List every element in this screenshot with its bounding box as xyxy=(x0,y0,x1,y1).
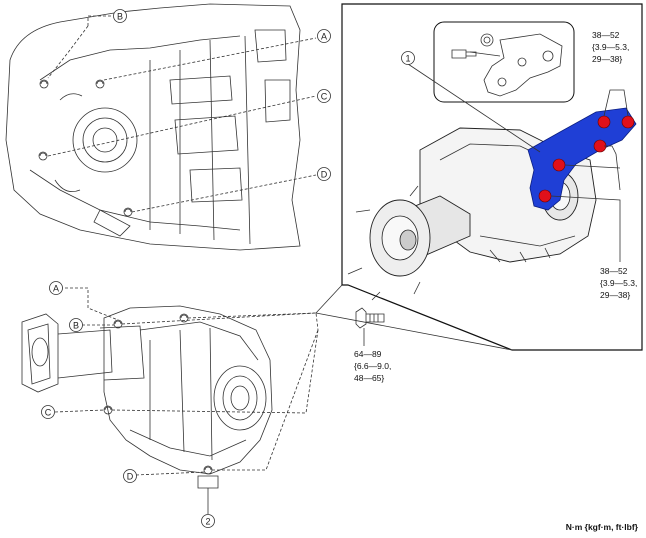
svg-text:38—52: 38—52 xyxy=(600,266,628,276)
svg-text:D: D xyxy=(321,170,328,180)
bracket-bolt-4 xyxy=(552,158,566,172)
svg-text:2: 2 xyxy=(205,517,210,527)
callout-part-1: 1 xyxy=(401,51,415,65)
callout-a-bottom: A xyxy=(49,281,63,295)
svg-text:A: A xyxy=(321,32,327,42)
torque-mount-bolt: 64—89 {6.6—9.0, 48—65} xyxy=(354,349,391,383)
unit-note: N·m {kgf·m, ft·lbf} xyxy=(566,522,639,532)
callout-d-bottom: D xyxy=(123,469,137,483)
transfer-unit-illustration xyxy=(21,287,319,514)
svg-text:A: A xyxy=(53,284,59,294)
torque-lower-right: 38—52 {3.9—5.3, 29—38} xyxy=(600,266,637,300)
detail-panel xyxy=(315,3,643,351)
svg-text:1: 1 xyxy=(405,54,410,64)
callout-d-top: D xyxy=(317,167,331,181)
svg-text:29—38}: 29—38} xyxy=(592,54,622,64)
bracket-bolt-1 xyxy=(597,115,611,129)
svg-text:C: C xyxy=(45,408,52,418)
svg-text:{6.6—9.0,: {6.6—9.0, xyxy=(354,361,391,371)
svg-text:B: B xyxy=(117,12,123,22)
svg-text:C: C xyxy=(321,92,328,102)
callout-c-top: C xyxy=(317,89,331,103)
svg-text:D: D xyxy=(127,472,134,482)
svg-text:38—52: 38—52 xyxy=(592,30,620,40)
svg-text:{3.9—5.3,: {3.9—5.3, xyxy=(592,42,629,52)
svg-text:B: B xyxy=(73,321,79,331)
mounting-bolt-illustration xyxy=(355,307,385,346)
svg-text:48—65}: 48—65} xyxy=(354,373,384,383)
bracket-bolt-5 xyxy=(538,189,552,203)
callout-b-top: B xyxy=(113,9,127,23)
callout-a-top: A xyxy=(317,29,331,43)
transfer-bracket xyxy=(527,107,637,211)
svg-text:64—89: 64—89 xyxy=(354,349,382,359)
transaxle-case-illustration xyxy=(5,3,317,251)
torque-upper-right: 38—52 {3.9—5.3, 29—38} xyxy=(592,30,629,64)
bracket-bolt-2 xyxy=(621,115,635,129)
svg-text:{3.9—5.3,: {3.9—5.3, xyxy=(600,278,637,288)
callout-part-2: 2 xyxy=(201,514,215,528)
callout-c-bottom: C xyxy=(41,405,55,419)
callout-b-bottom: B xyxy=(69,318,83,332)
svg-text:29—38}: 29—38} xyxy=(600,290,630,300)
